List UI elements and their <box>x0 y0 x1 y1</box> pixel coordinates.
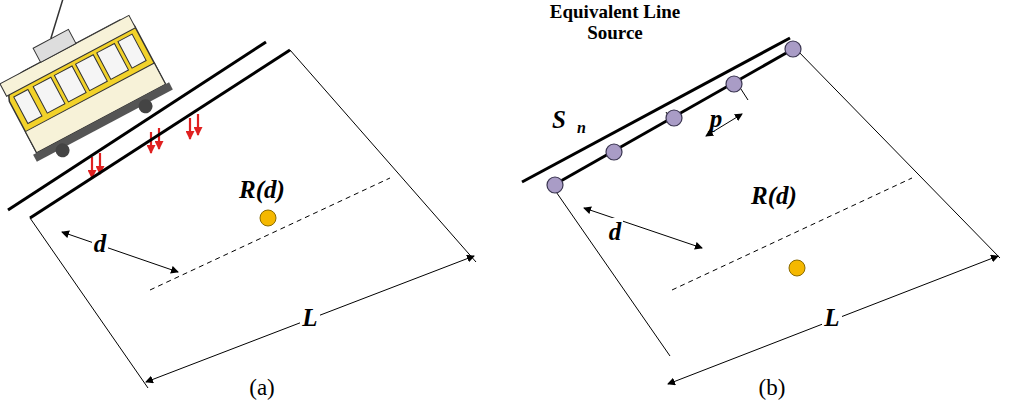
panel-caption: (a) <box>249 375 275 400</box>
dimension-label: d <box>607 218 624 246</box>
dimension-label: L <box>822 304 841 332</box>
point-sources <box>547 41 801 193</box>
source-symbol: S <box>552 106 566 134</box>
panel-caption: (b) <box>759 375 786 400</box>
receiver-label: R(d) <box>239 176 285 204</box>
dimension-label: L <box>300 304 319 332</box>
dimension-label: d <box>92 230 109 258</box>
tram-sketch <box>0 0 177 170</box>
receiver-label: R(d) <box>751 182 797 210</box>
dimension-label: p <box>710 105 723 133</box>
source-title: Equivalent Line Source <box>540 2 690 44</box>
source-subscript: n <box>577 119 586 137</box>
